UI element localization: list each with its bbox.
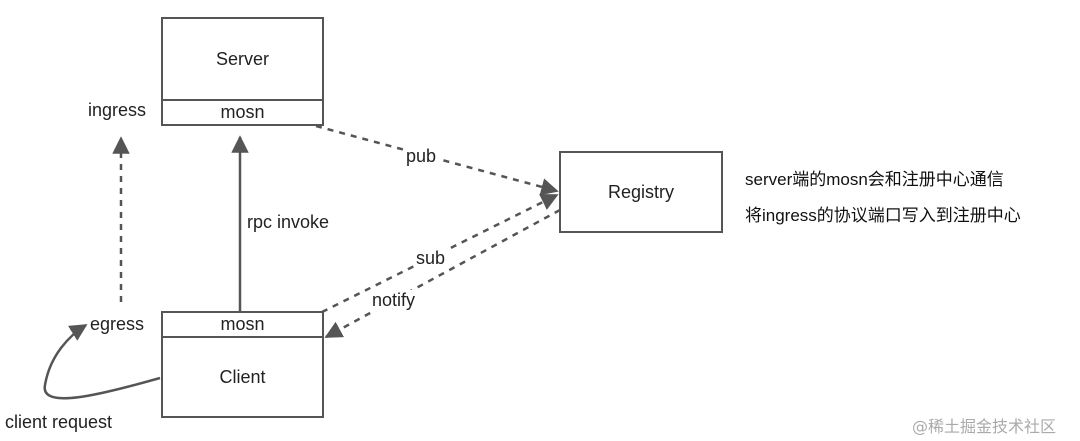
client-box: mosn Client xyxy=(161,311,324,418)
server-divider xyxy=(163,99,322,101)
watermark: @稀土掘金技术社区 xyxy=(912,417,1057,436)
registry-box: Registry xyxy=(559,151,723,233)
rpc-invoke-label: rpc invoke xyxy=(247,212,330,232)
note-line-1: server端的mosn会和注册中心通信 xyxy=(745,170,1004,189)
client-request-curve-arrow xyxy=(43,323,161,400)
ingress-label: ingress xyxy=(88,100,147,120)
client-mosn: mosn xyxy=(220,314,265,334)
server-mosn: mosn xyxy=(220,102,265,122)
client-title: Client xyxy=(219,366,266,387)
pub-label: pub xyxy=(404,146,439,167)
sub-arrow xyxy=(321,193,559,314)
notify-arrow xyxy=(324,208,561,339)
egress-label: egress xyxy=(90,314,145,334)
notify-label: notify xyxy=(370,290,418,311)
note-line-2: 将ingress的协议端口写入到注册中心 xyxy=(745,206,1021,225)
server-box: Server mosn xyxy=(161,17,324,126)
client-divider xyxy=(163,336,322,338)
server-title: Server xyxy=(215,48,269,69)
registry-title: Registry xyxy=(607,181,674,202)
client-request-label: client request xyxy=(5,412,113,432)
sub-label: sub xyxy=(414,248,448,269)
